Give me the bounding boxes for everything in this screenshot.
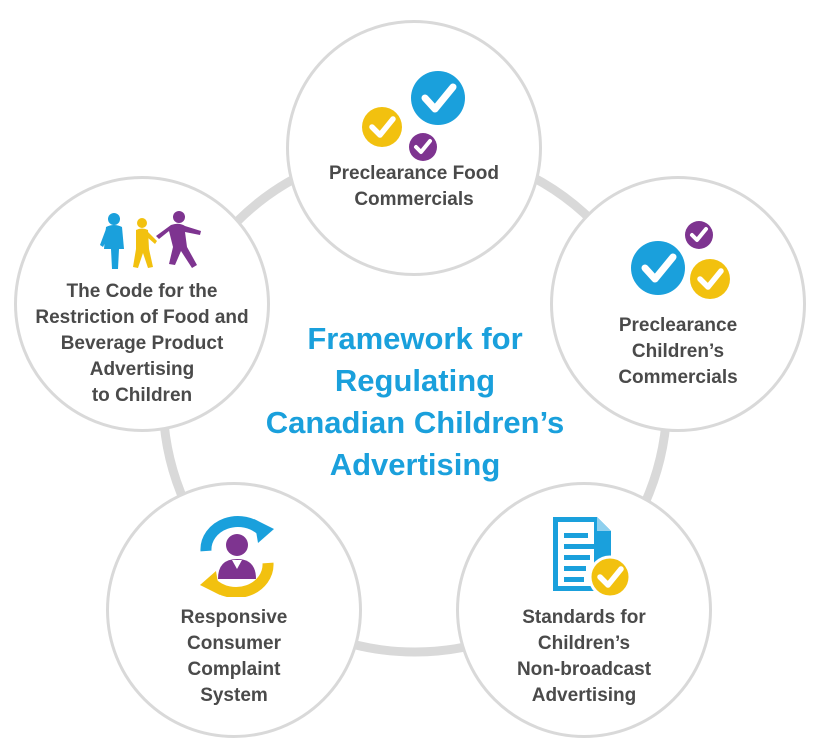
node-label: Preclearance Children’s Commercials (618, 315, 738, 388)
document-check-icon (553, 517, 632, 599)
node-preclearance-food: Preclearance Food Commercials (286, 20, 542, 276)
node-label: The Code for the Restriction of Food and… (35, 281, 249, 406)
node-label: Standards for Children’s Non-broadcast A… (516, 607, 652, 706)
checkmarks-icon (631, 221, 730, 299)
diagram-title: Framework for Regulating Canadian Childr… (265, 321, 565, 482)
person-cycle-icon (200, 515, 274, 597)
active-children-icon (100, 211, 201, 269)
node-code: The Code for the Restriction of Food and… (14, 176, 270, 432)
node-complaint-system: Responsive Consumer Complaint System (106, 482, 362, 738)
node-standards: Standards for Children’s Non-broadcast A… (456, 482, 712, 738)
node-preclearance-children: Preclearance Children’s Commercials (550, 176, 806, 432)
node-label: Preclearance Food Commercials (328, 163, 500, 210)
node-label: Responsive Consumer Complaint System (180, 607, 288, 706)
checkmarks-icon (362, 71, 465, 161)
